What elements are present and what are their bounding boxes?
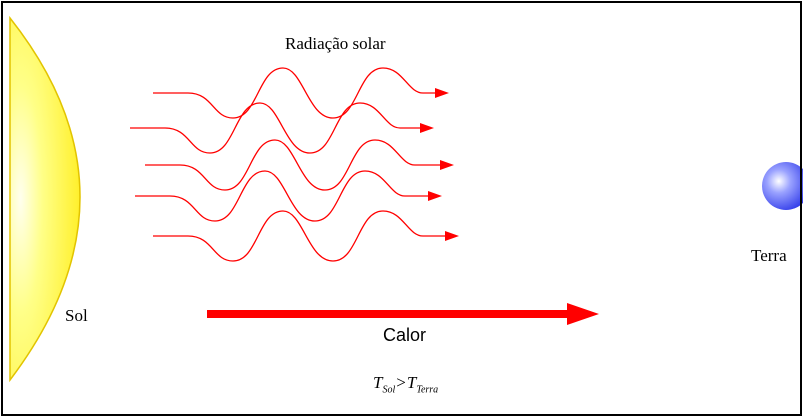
radiation-wave-arrowhead-3 (440, 160, 454, 170)
radiation-wave-5 (153, 210, 445, 262)
formula-subscript-terra: Terra (416, 384, 439, 396)
heat-label: Calor (383, 325, 427, 345)
radiation-wave-4 (135, 170, 428, 222)
radiation-wave-arrowhead-2 (420, 123, 434, 133)
radiation-wave-3 (145, 139, 440, 191)
radiation-wave-arrowhead-4 (428, 191, 442, 201)
sun-shape (9, 15, 81, 383)
radiation-label: Radiação solar (285, 34, 386, 53)
radiation-wave-2 (130, 102, 420, 154)
radiation-wave-1 (153, 67, 435, 119)
formula-symbol-left: T (373, 373, 383, 392)
earth-label: Terra (751, 246, 787, 265)
radiation-waves (130, 67, 459, 262)
radiation-wave-arrowhead-1 (435, 88, 449, 98)
temperature-inequality: TSol>TTerra (373, 373, 438, 395)
formula-subscript-sol: Sol (382, 384, 396, 396)
earth-shape (762, 162, 803, 210)
radiation-wave-arrowhead-5 (445, 231, 459, 241)
heat-arrow (207, 303, 599, 325)
sun-label: Sol (65, 306, 88, 325)
formula-symbol-right: T (406, 373, 417, 392)
formula-operator: > (396, 373, 406, 392)
